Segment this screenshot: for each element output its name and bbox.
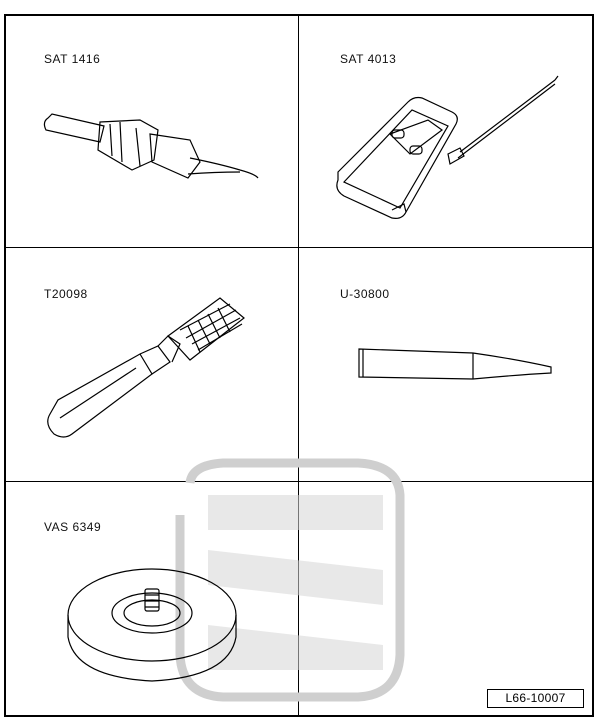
row-divider-1: [4, 247, 594, 248]
tool-table-frame: [4, 14, 594, 717]
tool-label-sat-1416: SAT 1416: [44, 52, 101, 66]
multimeter-icon: [336, 75, 559, 219]
wedge-tool-icon: [358, 348, 552, 380]
row-divider-2: [4, 481, 594, 482]
tool-label-t20098: T20098: [44, 287, 88, 301]
crimping-tool-icon: [47, 297, 245, 438]
figure-code: L66-10007: [487, 689, 584, 708]
tool-label-u-30800: U-30800: [340, 287, 390, 301]
soldering-iron-icon: [43, 113, 259, 179]
tool-label-sat-4013: SAT 4013: [340, 52, 397, 66]
disc-weight-icon: [67, 568, 237, 682]
seat-logo-watermark: [175, 458, 405, 702]
column-divider: [298, 14, 299, 717]
tool-label-vas-6349: VAS 6349: [44, 520, 102, 534]
